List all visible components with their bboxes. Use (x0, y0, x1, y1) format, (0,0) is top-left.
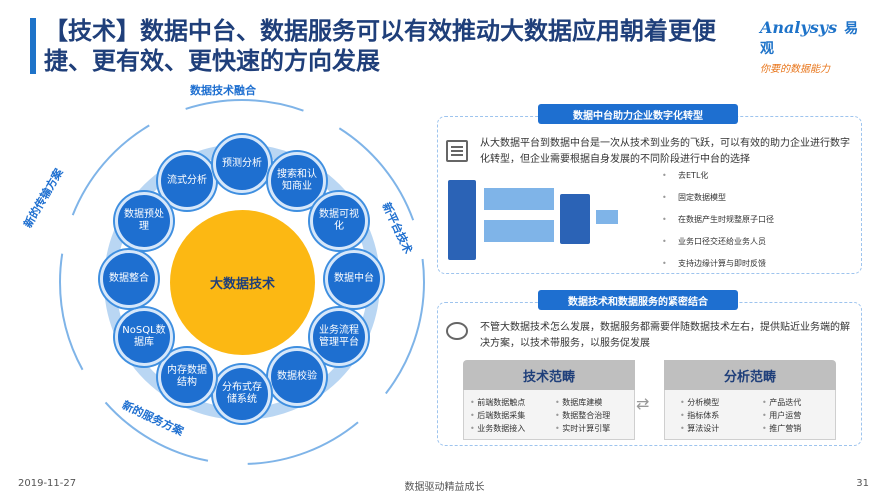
node-bpm-platform: 业务流程管理平台 (310, 308, 368, 366)
node-predictive-analysis: 预测分析 (213, 135, 271, 193)
tech-scope-box: 技术范畴 (463, 360, 635, 390)
node-stream-analysis: 流式分析 (158, 152, 216, 210)
analysis-scope-col1: 分析模型 指标体系 算法设计 (680, 396, 719, 435)
node-data-middle-platform: 数据中台 (325, 250, 383, 308)
title-accent-bar (30, 18, 36, 74)
tech-item: 数据整合治理 (555, 409, 610, 422)
tech-item: 实时计算引擎 (555, 422, 610, 435)
node-data-preprocessing: 数据预处理 (115, 192, 173, 250)
panel-top-paragraph: 从大数据平台到数据中台是一次从技术到业务的飞跃，可以有效的助力企业进行数字化转型… (480, 138, 850, 165)
flow-source-block (448, 180, 476, 260)
node-data-validation: 数据校验 (268, 348, 326, 406)
panel-bottom-header: 数据技术和数据服务的紧密结合 (538, 290, 738, 310)
bullet-item: 支持边缘计算与即时反馈 (660, 258, 850, 280)
logo-slogan: 你要的数据能力 (760, 64, 830, 75)
logo-cn: 易观 (760, 21, 859, 57)
document-icon (446, 140, 468, 162)
panel-top-header: 数据中台助力企业数字化转型 (538, 104, 738, 124)
tech-item: 后端数据采集 (470, 409, 525, 422)
tech-item: 数据库建模 (555, 396, 610, 409)
page-number: 31 (856, 478, 869, 489)
analysis-scope-col2: 产品迭代 用户运营 推广营销 (762, 396, 801, 435)
bullet-item: 固定数据模型 (660, 192, 850, 214)
tech-scope-col2: 数据库建模 数据整合治理 实时计算引擎 (555, 396, 610, 435)
outer-arc-ring (59, 99, 425, 465)
node-data-integration: 数据整合 (100, 250, 158, 308)
tech-item: 业务数据接入 (470, 422, 525, 435)
flow-stage-1 (484, 188, 554, 210)
footer-slogan: 数据驱动精益成长 (404, 482, 485, 493)
analysis-scope-box: 分析范畴 (664, 360, 836, 390)
tech-scope-col1: 前端数据触点 后端数据采集 业务数据接入 (470, 396, 525, 435)
double-arrow-icon: ⇄ (636, 394, 650, 413)
analysis-item: 用户运营 (762, 409, 801, 422)
node-nosql-db: NoSQL数据库 (115, 308, 173, 366)
chat-bubble-icon (446, 322, 468, 340)
tech-item: 前端数据触点 (470, 396, 525, 409)
bullet-item: 去ETL化 (660, 170, 850, 192)
big-data-diagram: 大数据技术 数据技术融合 新的传输方案 新平台技术 新的服务方案 流式分析 预测… (21, 80, 440, 480)
logo-brand: Analysys (760, 18, 838, 37)
panel-bottom-paragraph: 不管大数据技术怎么发展，数据服务都需要伴随数据技术左右，提供贴近业务端的解决方案… (480, 322, 850, 349)
arc-label-top: 数据技术融合 (190, 84, 256, 97)
analysis-item: 分析模型 (680, 396, 719, 409)
analysis-item: 产品迭代 (762, 396, 801, 409)
node-data-visualization: 数据可视化 (310, 192, 368, 250)
node-in-memory-structure: 内存数据结构 (158, 348, 216, 406)
analysis-item: 指标体系 (680, 409, 719, 422)
analysis-item: 算法设计 (680, 422, 719, 435)
data-flow-illustration (448, 180, 628, 262)
center-label: 大数据技术 (209, 277, 275, 292)
bullet-item: 在数据产生时规整原子口径 (660, 214, 850, 236)
brand-logo: Analysys 易观 你要的数据能力 (760, 18, 870, 75)
center-circle: 大数据技术 (170, 210, 315, 355)
analysis-item: 推广营销 (762, 422, 801, 435)
page-title: 【技术】数据中台、数据服务可以有效推动大数据应用朝着更便捷、更有效、更快速的方向… (44, 17, 716, 75)
flow-hub-block (560, 194, 590, 244)
panel-top-bullets: 去ETL化 固定数据模型 在数据产生时规整原子口径 业务口径交还给业务人员 支持… (660, 170, 850, 280)
node-distributed-storage: 分布式存储系统 (213, 365, 271, 423)
footer-date: 2019-11-27 (18, 478, 77, 489)
node-search-cognitive: 搜索和认知商业 (268, 152, 326, 210)
flow-stage-2 (484, 220, 554, 242)
bullet-item: 业务口径交还给业务人员 (660, 236, 850, 258)
flow-output-arrow (596, 210, 618, 224)
